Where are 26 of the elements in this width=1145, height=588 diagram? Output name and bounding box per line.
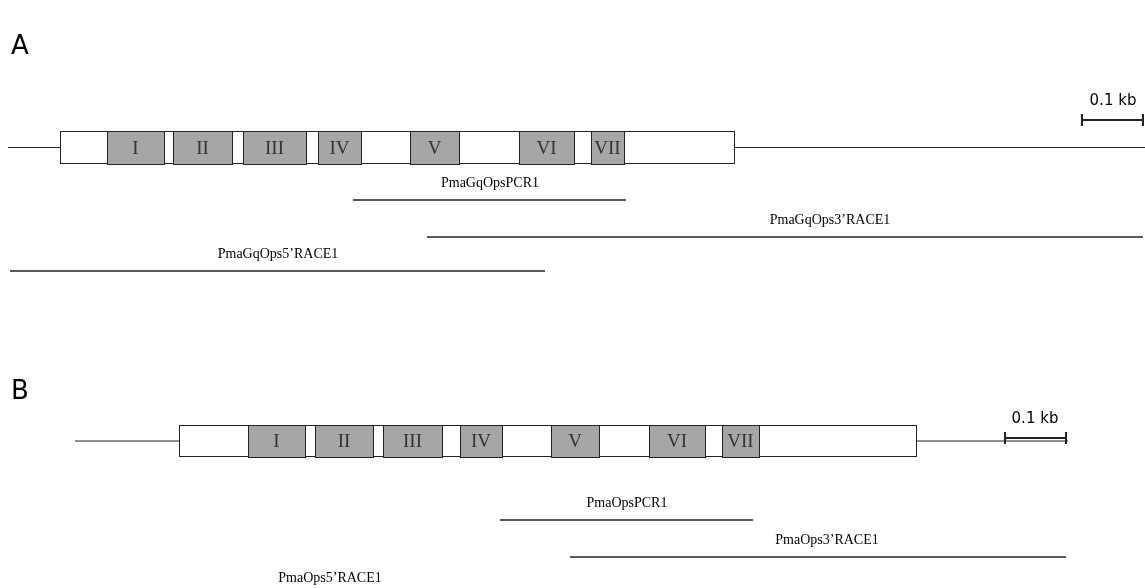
fragment-label: PmaGqOps5’RACE1 — [217, 246, 339, 262]
transmembrane-domain: V — [409, 130, 460, 165]
panel-letter: B — [11, 375, 29, 405]
fragment-label: PmaOps5’RACE1 — [278, 570, 382, 586]
fragment-label: PmaOpsPCR1 — [586, 495, 668, 511]
transmembrane-domain: II — [314, 424, 374, 458]
transcript-box — [60, 131, 735, 164]
transmembrane-domain: I — [106, 130, 165, 165]
transmembrane-domain: IV — [317, 130, 362, 165]
scale-label: 0.1 kb — [1089, 91, 1137, 109]
transmembrane-domain: III — [382, 424, 443, 458]
fragment-label: PmaOps3’RACE1 — [775, 532, 879, 548]
transmembrane-domain: VI — [648, 424, 706, 458]
transmembrane-domain: I — [247, 424, 306, 458]
scale-label: 0.1 kb — [1011, 409, 1059, 427]
transmembrane-domain: VI — [518, 130, 575, 165]
transmembrane-domain: II — [172, 130, 233, 165]
transmembrane-domain: VII — [721, 424, 760, 458]
transmembrane-domain: III — [242, 130, 307, 165]
fragment-label: PmaGqOpsPCR1 — [441, 175, 539, 191]
transmembrane-domain: VII — [590, 130, 625, 165]
transmembrane-domain: IV — [459, 424, 503, 458]
fragment-label: PmaGqOps3’RACE1 — [769, 212, 891, 228]
panel-letter: A — [11, 30, 29, 60]
transcript-box — [179, 425, 917, 457]
transmembrane-domain: V — [550, 424, 600, 458]
